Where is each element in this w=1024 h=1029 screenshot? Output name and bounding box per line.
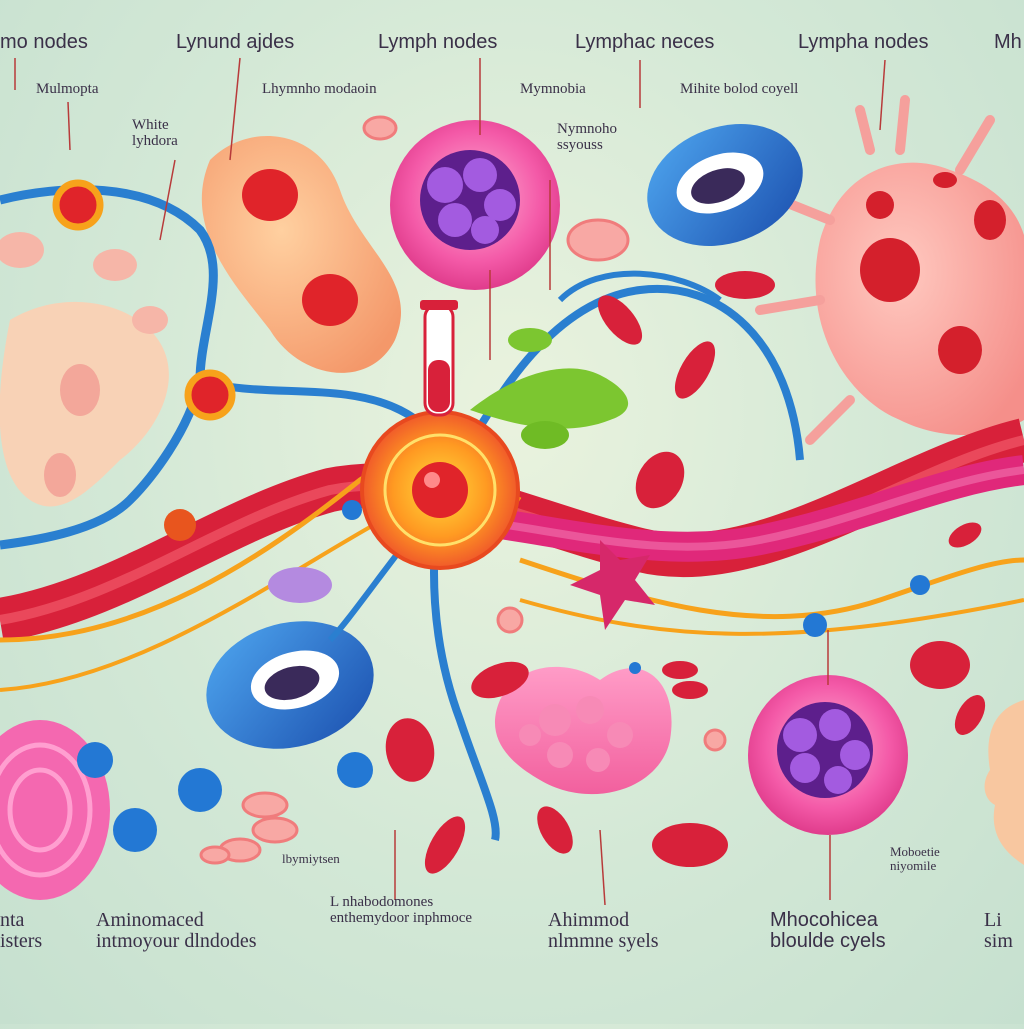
label-lnhabodomones: L nhabodomones enthemydoor inphmoce: [330, 894, 473, 926]
blue-spheres: [77, 500, 930, 852]
green-cell: [470, 368, 629, 429]
orange-lymph-line: [0, 498, 421, 692]
label-header-6: Mh: [994, 31, 1022, 53]
orange-lymph-line: [519, 598, 1024, 636]
label-li-sim: Li sim: [984, 909, 1013, 952]
lymphocyte-top: [390, 120, 560, 290]
small-lymph-node: [52, 179, 104, 231]
label-header-2: Lynund ajdes: [176, 31, 295, 53]
peach-cell: [201, 136, 401, 373]
blue-lymph-vessel: [0, 379, 205, 550]
face-silhouette: [984, 700, 1024, 865]
label-white-lyhdora: White lyhdora: [132, 117, 178, 149]
label-aminomaced: Aminomaced intmoyour dlndodes: [96, 909, 257, 952]
purple-cell: [268, 567, 332, 603]
test-tube-icon: [420, 300, 458, 417]
label-mhocohicea: Mhocohicea bloulde cyels: [770, 909, 886, 952]
large-pink-cell: [755, 95, 1024, 445]
leader-lines: [14, 57, 886, 906]
label-nta-isters: nta isters: [0, 909, 43, 952]
small-lymph-node: [184, 369, 236, 421]
label-mihite-bolod-coyell: Mihite bolod coyell: [680, 81, 799, 97]
label-nymnoho-ssyouss: Nymnoho ssyouss: [557, 121, 617, 153]
label-header-3: Lymph nodes: [378, 31, 498, 53]
heart-tissue: [494, 666, 672, 795]
left-organelle: [60, 364, 100, 416]
blue-donut-cell-top: [647, 124, 803, 246]
green-cell: [508, 328, 552, 352]
label-ahimmod: Ahimmod nlmmne syels: [548, 909, 659, 952]
label-header-1: mo nodes: [0, 31, 88, 53]
label-lbymiytsen: lbymiytsen: [282, 851, 340, 866]
pale-red-cells: [199, 115, 727, 865]
red-blood-cells: [385, 271, 986, 874]
small-lymph-node: [164, 509, 196, 541]
magenta-star-cell: [570, 540, 655, 630]
label-lhymnho-modaoin: Lhymnho modaoin: [262, 81, 377, 97]
left-organelle: [44, 453, 76, 497]
label-header-5: Lympha nodes: [798, 31, 929, 53]
label-mulmopta: Mulmopta: [36, 81, 99, 97]
label-moboetie: Moboetie niyomile: [890, 844, 940, 873]
label-header-4: Lymphac neces: [575, 31, 715, 53]
left-organelle: [0, 232, 44, 268]
central-lymph-node: [360, 410, 520, 570]
lymphocyte-bottom: [748, 675, 908, 835]
left-organelle: [93, 249, 137, 281]
left-organelle: [132, 306, 168, 334]
green-cell: [521, 421, 569, 449]
label-mymnobia: Mymnobia: [520, 81, 586, 97]
blue-donut-cell-bottom: [206, 621, 374, 749]
blue-lymph-vessel: [557, 270, 722, 303]
